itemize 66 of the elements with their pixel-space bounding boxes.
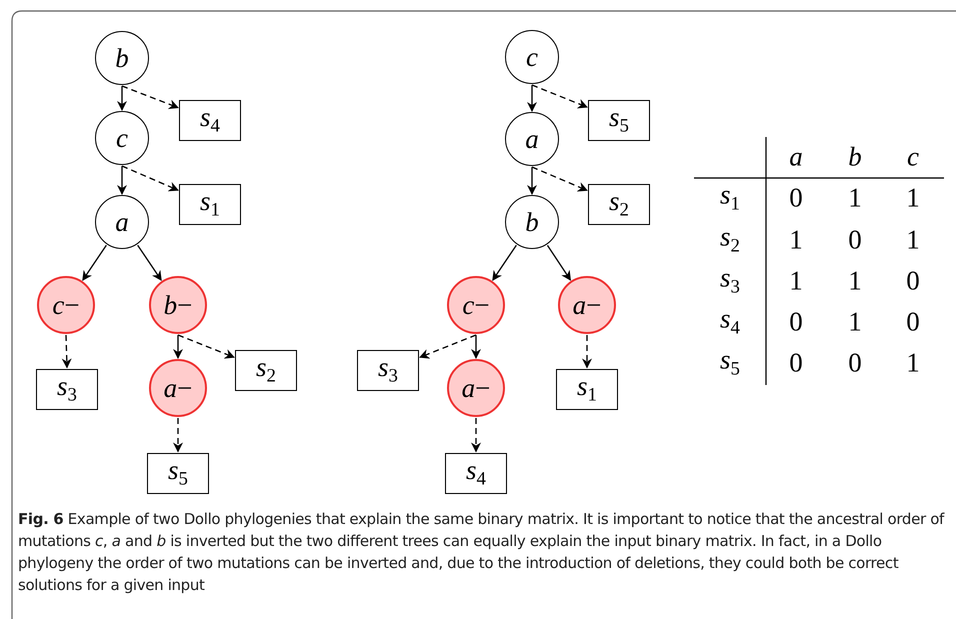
sample-box: s$_{1}$ <box>556 368 618 410</box>
mutation-node: a <box>505 112 559 166</box>
arrow <box>582 335 592 368</box>
table-cell: 1 <box>848 184 862 212</box>
table-cell: 0 <box>789 350 803 376</box>
sample-box: s$_{4}$ <box>445 452 507 494</box>
arrow <box>471 418 481 452</box>
row-header: s$_{3}$ <box>720 264 740 298</box>
sample-box: s$_{3}$ <box>36 368 98 410</box>
column-header: b <box>848 144 862 170</box>
row-header: s$_{5}$ <box>720 346 740 380</box>
mutation-node: a <box>95 195 149 249</box>
arrow <box>173 335 183 359</box>
table-cell: 1 <box>789 226 803 254</box>
table-cell: 0 <box>848 226 862 254</box>
arrow <box>173 418 183 452</box>
table-cell: 0 <box>906 268 920 294</box>
row-header: s$_{1}$ <box>720 182 740 214</box>
table-cell: 0 <box>789 184 803 212</box>
sample-box: s$_{2}$ <box>235 350 297 390</box>
arrow <box>532 84 588 108</box>
column-header: c <box>907 144 919 170</box>
table-cell: 1 <box>906 184 920 212</box>
column-header: a <box>789 144 803 170</box>
arrow <box>122 165 179 192</box>
arrow <box>82 244 107 281</box>
arrow <box>122 85 179 110</box>
table-cell: 1 <box>848 268 862 294</box>
table-cell: 0 <box>906 308 920 336</box>
table-cell: 1 <box>789 268 803 294</box>
table-cell: 1 <box>906 226 920 254</box>
row-header: s$_{4}$ <box>720 306 740 338</box>
mutation-node: b <box>95 31 149 85</box>
arrow <box>117 86 127 111</box>
arrow <box>471 335 481 359</box>
sample-box: s$_{3}$ <box>357 350 419 390</box>
sample-box: s$_{2}$ <box>588 184 650 224</box>
figure-caption: Fig. 6 Example of two Dollo phylogenies that explain the same binary matrix. It is important to notice that the ancestral order of mutations c, a and b is inverted but the two different trees can equally explain the input binary matrix. In fact, in a Dollo phylogeny the order of two mutations can be inverted and, due to the introduction of deletions, they could both be correct solutions for a given input <box>18 509 946 596</box>
sample-box: s$_{5}$ <box>147 452 209 494</box>
table-cell: 0 <box>789 308 803 336</box>
arrow <box>178 334 235 359</box>
arrow <box>546 244 571 281</box>
arrow <box>532 166 588 192</box>
mutation-node: c <box>505 30 559 84</box>
deletion-node: a− <box>447 359 505 417</box>
deletion-node: a− <box>149 359 207 417</box>
table-cell: 1 <box>848 308 862 336</box>
deletion-node: c− <box>37 276 95 334</box>
table-cell: 1 <box>906 350 920 376</box>
sample-box: s$_{5}$ <box>588 100 650 140</box>
arrow <box>419 334 476 359</box>
deletion-node: c− <box>447 276 505 334</box>
arrow <box>62 334 72 368</box>
arrow <box>492 244 517 281</box>
mutation-node: c <box>95 111 149 165</box>
deletion-node: a− <box>558 276 616 334</box>
arrow <box>137 244 162 281</box>
sample-box: s$_{1}$ <box>179 184 241 224</box>
sample-box: s$_{4}$ <box>179 100 241 140</box>
mutation-node: b <box>505 195 559 249</box>
arrow <box>527 85 537 112</box>
arrow <box>117 166 127 195</box>
row-header: s$_{2}$ <box>720 224 740 256</box>
arrow <box>527 167 537 195</box>
deletion-node: b− <box>149 276 207 334</box>
table-cell: 0 <box>848 350 862 376</box>
